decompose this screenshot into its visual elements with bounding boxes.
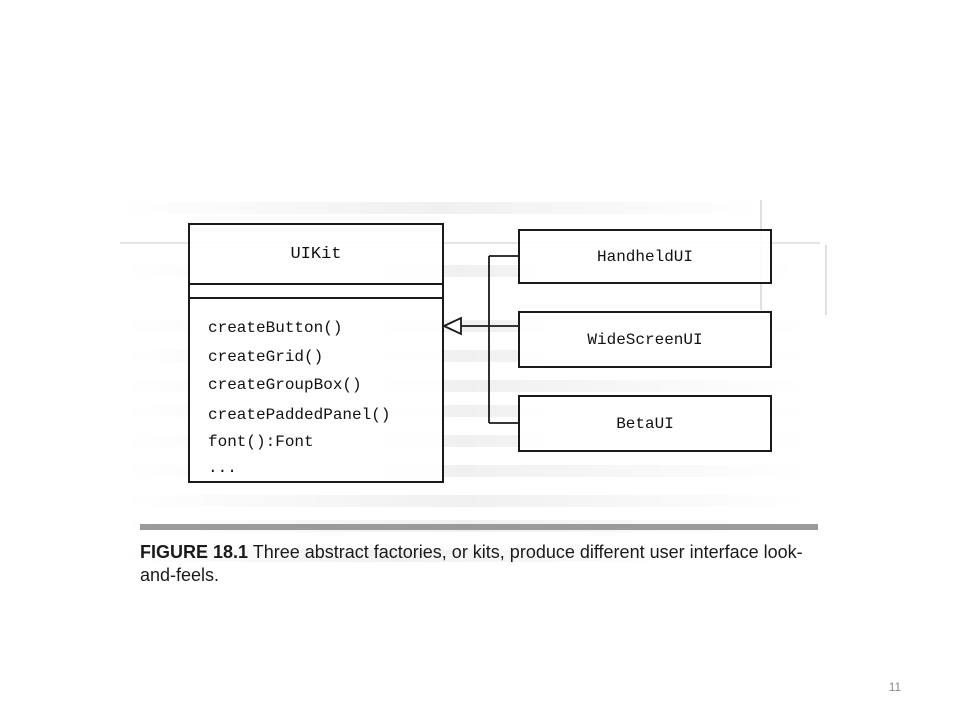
betaui-class-name: BetaUI xyxy=(616,414,674,433)
figure-caption-text: Three abstract factories, or kits, produ… xyxy=(140,542,803,585)
widescreenui-class-box: WideScreenUI xyxy=(518,311,772,368)
uikit-class-name: UIKit xyxy=(290,244,342,264)
bleed-through-text xyxy=(120,550,680,562)
operation-ellipsis: ... xyxy=(208,459,237,477)
operation-create-grid: createGrid() xyxy=(208,348,324,366)
operation-create-padded-panel: createPaddedPanel() xyxy=(208,406,391,424)
bleed-through-rule xyxy=(120,242,820,244)
operation-font: font():Font xyxy=(208,433,314,451)
bleed-through-rule xyxy=(825,245,827,315)
figure-label: FIGURE 18.1 xyxy=(140,542,249,562)
handheldui-class-name: HandheldUI xyxy=(596,247,693,266)
operation-create-button: createButton() xyxy=(208,319,343,337)
bleed-through-text xyxy=(120,495,810,507)
inheritance-arrowhead-icon xyxy=(441,316,462,336)
figure-caption: FIGURE 18.1 Three abstract factories, or… xyxy=(140,541,820,587)
betaui-class-box: BetaUI xyxy=(518,395,772,452)
handheldui-class-box: HandheldUI xyxy=(518,229,772,284)
caption-rule xyxy=(140,524,818,530)
class-compartment-divider xyxy=(190,297,442,299)
uikit-class-box: UIKit createButton() createGrid() create… xyxy=(188,223,444,483)
bleed-through-text xyxy=(120,202,760,214)
class-compartment-divider xyxy=(190,283,442,285)
page-number: 11 xyxy=(888,680,902,694)
operation-create-group-box: createGroupBox() xyxy=(208,376,362,394)
widescreenui-class-name: WideScreenUI xyxy=(587,330,703,349)
